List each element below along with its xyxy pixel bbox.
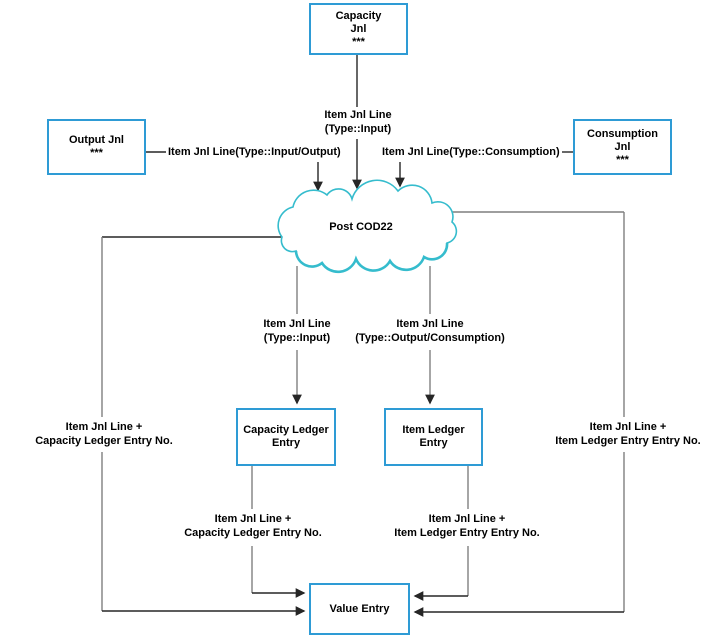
edge-label-output-to-cloud: Item Jnl Line(Type::Input/Output) [168,146,341,160]
edge-label-cloud-to-value-left: Item Jnl Line + Capacity Ledger Entry No… [35,421,173,448]
edge-label-line: (Type::Input) [263,331,331,344]
output-jnl-label-line2: *** [90,147,103,159]
edge-label-line: (Type::Input) [324,122,392,135]
item-ledger-label-line1: Item Ledger [402,424,465,436]
consumption-jnl-box: Consumption Jnl *** [573,119,672,175]
post-cod22-cloud-bottom-edge [294,242,449,274]
edge-label-cloud-to-capacity-ledger: Item Jnl Line (Type::Input) [263,318,331,345]
edge-label-line: Item Jnl Line + [65,421,143,433]
capacity-jnl-label-line2: Jnl [350,22,367,35]
output-jnl-box: Output Jnl *** [47,119,146,175]
capacity-jnl-label-line3: *** [352,35,365,48]
edge-label-line: Item Ledger Entry Entry No. [555,434,701,447]
edge-label-line: Capacity Ledger Entry No. [35,434,173,447]
edge-label-cloud-to-value-right: Item Jnl Line + Item Ledger Entry Entry … [555,421,701,448]
value-entry-label: Value Entry [329,602,390,615]
item-ledger-entry-box: Item Ledger Entry [384,408,483,466]
capacity-jnl-label-line1: Capacity [335,9,382,22]
edge-label-capacity-to-cloud: Item Jnl Line (Type::Input) [324,109,392,136]
consumption-jnl-label-line1: Consumption [587,127,658,140]
edge-label-line: Item Jnl Line [396,318,464,330]
capacity-ledger-entry-box: Capacity Ledger Entry [236,408,336,466]
edge-label-capacity-ledger-to-value: Item Jnl Line + Capacity Ledger Entry No… [184,513,322,540]
edge-label-line: Item Jnl Line + [589,421,667,433]
edge-label-line: (Type::Output/Consumption) [355,331,505,344]
edge-label-line: Item Jnl Line [263,318,331,330]
edge-label-line: Item Jnl Line [324,109,392,121]
value-entry-box: Value Entry [309,583,410,635]
edge-label-cloud-to-item-ledger: Item Jnl Line (Type::Output/Consumption) [355,318,505,345]
edge-label-line: Capacity Ledger Entry No. [184,526,322,539]
consumption-jnl-label-line3: *** [616,153,629,166]
item-ledger-label-line2: Entry [419,437,448,449]
edge-label-consumption-to-cloud: Item Jnl Line(Type::Consumption) [382,146,560,160]
edge-label-line: Item Jnl Line + [214,513,292,525]
output-jnl-label-line1: Output Jnl [69,134,124,146]
edge-label-line: Item Jnl Line + [428,513,506,525]
capacity-ledger-label-line2: Entry [271,437,301,449]
capacity-ledger-label-line1: Capacity Ledger [243,424,329,436]
edge-label-item-ledger-to-value: Item Jnl Line + Item Ledger Entry Entry … [394,513,540,540]
consumption-jnl-label-line2: Jnl [614,140,631,153]
edge-label-line: Item Ledger Entry Entry No. [394,526,540,539]
cloud-label: Post COD22 [329,221,393,233]
capacity-jnl-box: Capacity Jnl *** [309,3,408,55]
